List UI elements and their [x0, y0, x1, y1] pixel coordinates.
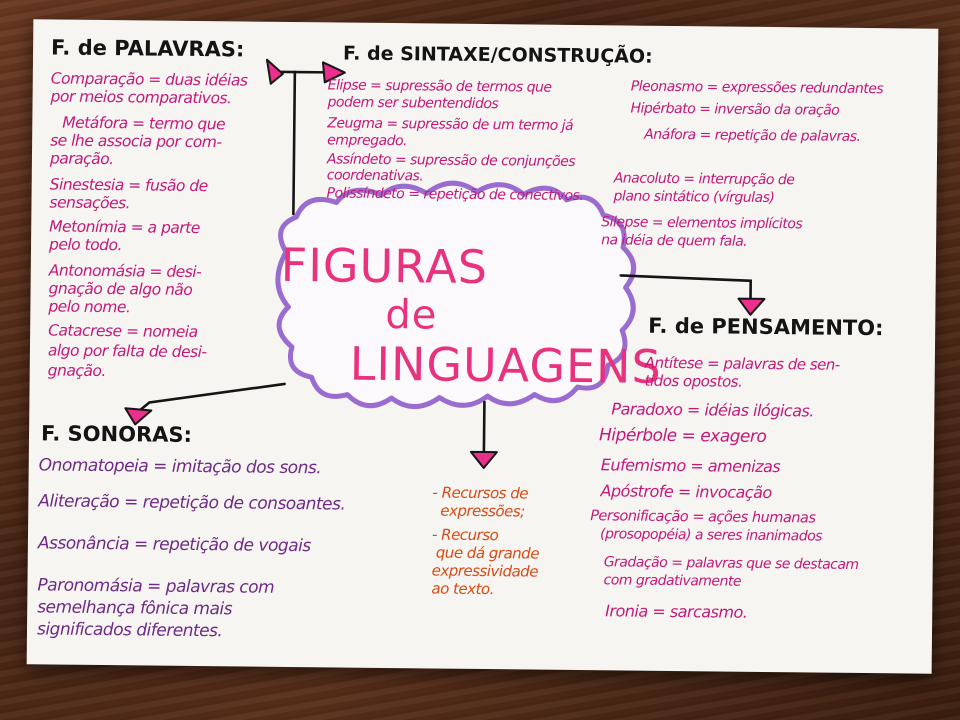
palavras-line: por meios comparativos.: [50, 87, 232, 108]
sonoras-line: Aliteração = repetição de consoantes.: [38, 491, 346, 515]
palavras-line: Metonímia = a parte: [49, 217, 200, 238]
palavras-line: Antonomásia = desi-: [48, 261, 202, 282]
sintaxe-right-line: Anacoluto = interrupção de: [613, 170, 795, 189]
title-line-1: FIGURAS: [280, 237, 489, 295]
palavras-line: se lhe associa por com-: [50, 131, 222, 152]
mind-map-drawing: [124, 58, 766, 470]
recursos-line: expressões;: [440, 501, 525, 521]
recursos-line: expressividade: [431, 561, 539, 581]
header-pensamento: F. de PENSAMENTO:: [648, 313, 884, 341]
title-line-3: LINGUAGENS: [349, 336, 662, 394]
palavras-line: Metáfora = termo que: [62, 113, 226, 134]
palavras-line: algo por falta de desi-: [47, 341, 207, 362]
sintaxe-line: Elipse = supressão de termos que: [327, 77, 552, 96]
palavras-line: Comparação = duas idéias: [50, 69, 248, 90]
sintaxe-line: podem ser subentendidos: [327, 94, 499, 113]
sintaxe-right-line: Anáfora = repetição de palavras.: [644, 126, 861, 145]
connector-palavras: [279, 70, 297, 216]
pensamento-line: Antítese = palavras de sen-: [644, 353, 840, 374]
header-palavras: F. de PALAVRAS:: [50, 35, 245, 62]
arrowhead-sintaxe: [321, 61, 346, 84]
arrowhead-sonoras: [124, 407, 153, 426]
pensamento-line: Apóstrofe = invocação: [600, 481, 772, 503]
palavras-line: paração.: [49, 149, 114, 169]
sintaxe-right-line: plano sintático (vírgulas): [613, 188, 775, 207]
palavras-line: sensações.: [49, 193, 131, 213]
palavras-line: gnação de algo não: [48, 279, 193, 299]
header-sintaxe: F. de SINTAXE/CONSTRUÇÃO:: [342, 42, 653, 68]
sonoras-line: semelhança fônica mais: [37, 597, 233, 620]
recursos-line: - Recursos de: [432, 483, 529, 503]
sintaxe-line: Polissíndeto = repetição de conectivos.: [326, 185, 584, 205]
arrowhead-palavras: [265, 58, 284, 85]
sonoras-line: significados diferentes.: [36, 619, 223, 642]
connector-sonoras: [135, 382, 286, 414]
pensamento-line: Ironia = sarcasmo.: [605, 601, 748, 622]
palavras-line: pelo nome.: [48, 297, 131, 317]
header-sonoras: F. SONORAS:: [40, 421, 193, 447]
sintaxe-line: coordenativas.: [326, 167, 424, 185]
sintaxe-right-line: Pleonasmo = expressões redundantes: [630, 78, 884, 98]
recursos-line: que dá grande: [435, 543, 540, 563]
recursos-line: - Recurso: [431, 525, 499, 545]
arrowhead-recursos: [469, 450, 498, 470]
palavras-line: pelo todo.: [48, 235, 123, 255]
mind-map-paper: FIGURAS de LINGUAGENS F. de PALAVRAS: Co…: [26, 19, 939, 674]
palavras-line: Sinestesia = fusão de: [49, 175, 208, 196]
pensamento-line: Personificação = ações humanas: [590, 508, 816, 527]
palavras-line: Catacrese = nomeia: [48, 321, 198, 342]
recursos-line: ao texto.: [431, 579, 495, 599]
sonoras-line: Assonância = repetição de vogais: [37, 533, 311, 557]
pensamento-line: Hipérbole = exagero: [598, 425, 767, 447]
sintaxe-line: empregado.: [327, 132, 408, 150]
pensamento-line: Gradação = palavras que se destacam: [603, 554, 859, 573]
sintaxe-right-line: na idéia de quem fala.: [601, 232, 748, 250]
connector-pensamento: [619, 274, 753, 301]
connector-recursos: [482, 400, 486, 454]
pensamento-line: (prosopopéia) a seres inanimados: [599, 526, 823, 545]
pensamento-line: Paradoxo = idéias ilógicas.: [611, 399, 814, 421]
sonoras-line: Paronomásia = palavras com: [37, 575, 275, 598]
sintaxe-line: Assíndeto = supressão de conjunções: [326, 151, 576, 170]
title-line-2: de: [385, 291, 438, 339]
sintaxe-line: Zeugma = supressão de um termo já: [327, 115, 574, 134]
arrowhead-pensamento: [737, 297, 766, 316]
pensamento-line: Eufemismo = amenizas: [600, 455, 781, 477]
palavras-line: gnação.: [47, 361, 106, 381]
sonoras-line: Onomatopeia = imitação dos sons.: [38, 455, 322, 479]
pensamento-line: tidos opostos.: [644, 371, 743, 391]
sintaxe-right-line: Silepse = elementos implícitos: [601, 214, 803, 233]
title-cloud: [275, 180, 637, 410]
pensamento-line: com gradativamente: [603, 572, 742, 590]
sintaxe-right-line: Hipérbato = inversão da oração: [630, 100, 840, 119]
